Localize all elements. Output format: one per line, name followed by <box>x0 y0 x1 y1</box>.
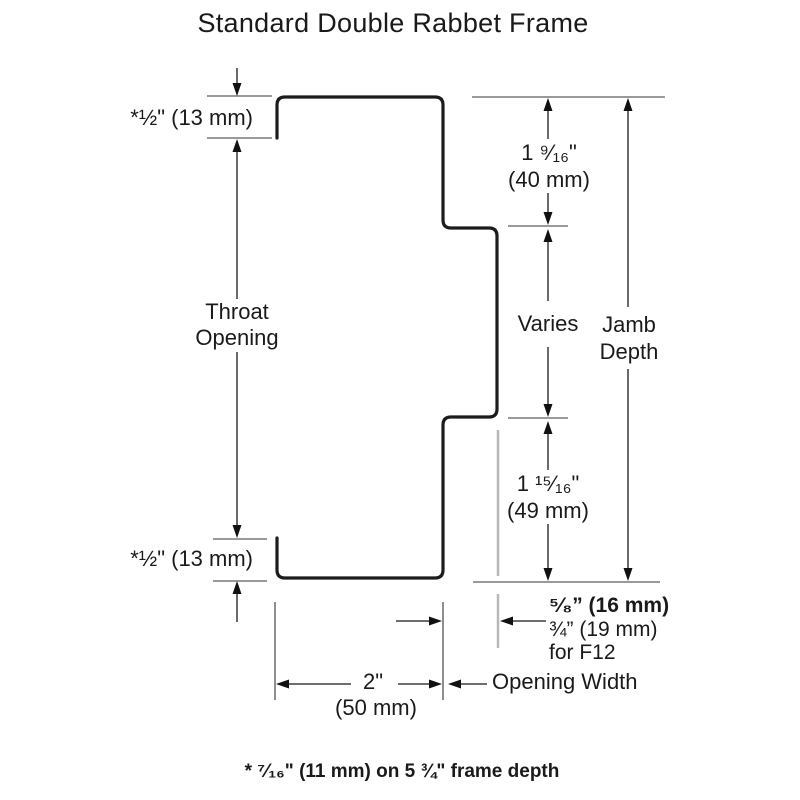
stop-width-note-label: for F12 <box>549 641 616 664</box>
opening-width-label: Opening Width <box>492 669 638 694</box>
diagram-title: Standard Double Rabbet Frame <box>197 8 589 38</box>
dimension-ticks <box>207 95 665 583</box>
throat-opening-label: Throat Opening <box>195 299 278 351</box>
head-rabbet-mm: (40 mm) <box>508 167 590 192</box>
extension-lines <box>274 430 500 700</box>
bottom-rabbet-depth-label: *½" (13 mm) <box>130 546 253 571</box>
sill-rabbet-inches: 1 ¹⁵⁄₁₆" <box>516 471 580 496</box>
sill-rabbet-dimension: 1 ¹⁵⁄₁₆" (49 mm) <box>507 470 589 524</box>
face-width-inches-label: 2" <box>362 669 384 694</box>
frame-profile-path <box>275 95 499 580</box>
varies-label: Varies <box>517 311 579 336</box>
footnote: * ⁷⁄₁₆" (11 mm) on 5 ¾" frame depth <box>244 761 560 782</box>
head-rabbet-inches: 1 ⁹⁄₁₆" <box>521 140 577 165</box>
face-width-mm-label: (50 mm) <box>335 695 417 720</box>
dimension-lines <box>236 68 629 685</box>
jamb-depth-label: Jamb Depth <box>600 311 659 365</box>
jamb-depth-line1: Jamb <box>602 312 656 337</box>
top-rabbet-depth-label: *½" (13 mm) <box>130 105 253 130</box>
sill-rabbet-mm: (49 mm) <box>507 498 589 523</box>
arrowheads <box>232 83 633 689</box>
stop-width-alternate-label: ¾” (19 mm) <box>549 618 658 641</box>
throat-opening-line1: Throat <box>205 299 269 324</box>
jamb-depth-line2: Depth <box>599 339 659 364</box>
head-rabbet-dimension: 1 ⁹⁄₁₆" (40 mm) <box>508 139 590 193</box>
stop-width-primary-label: ⁵⁄₈” (16 mm) <box>549 594 670 617</box>
throat-opening-line2: Opening <box>195 325 279 350</box>
